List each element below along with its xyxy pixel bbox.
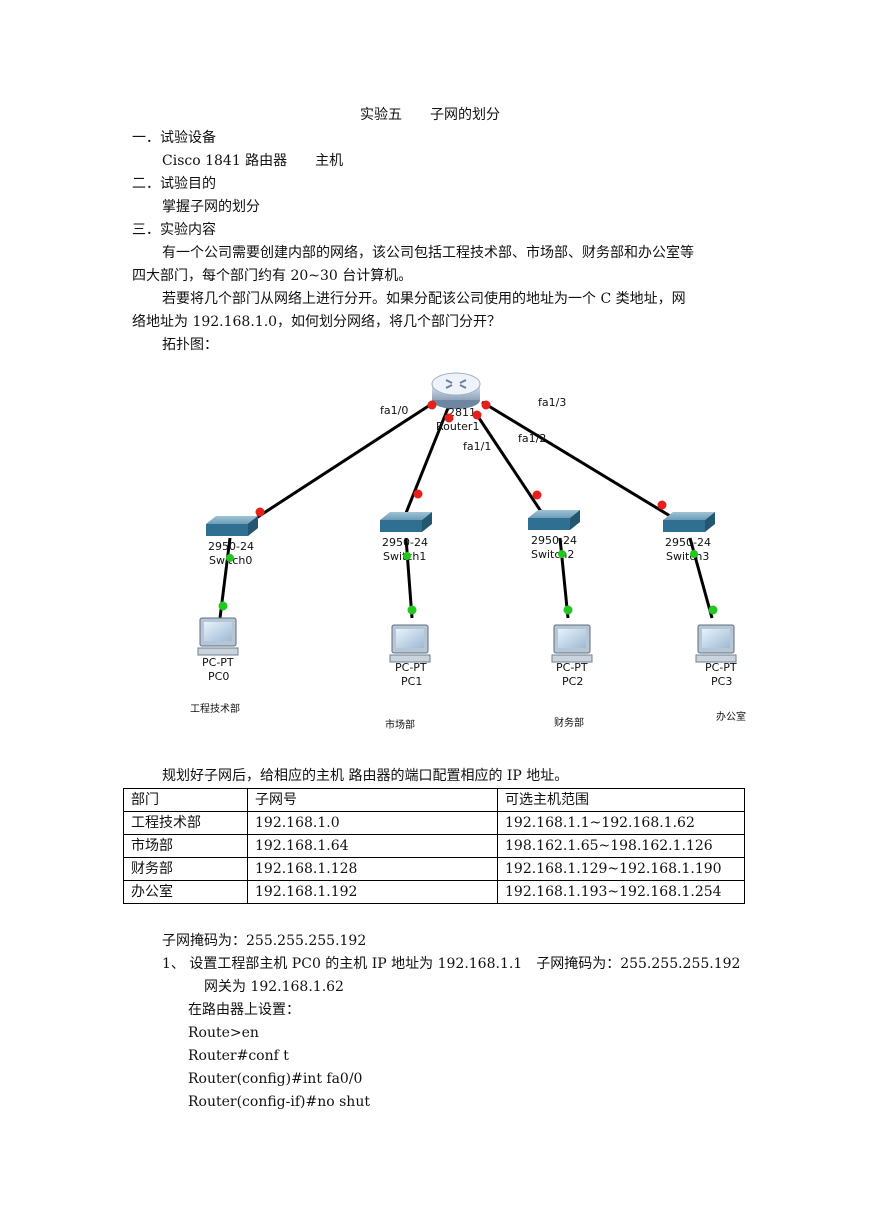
link-light-pc3 (708, 605, 718, 615)
command-line: Router#conf t (188, 1048, 289, 1064)
link-light-router-fa1-3 (481, 400, 491, 410)
router-model-label: 2811 (448, 406, 476, 419)
port-label-fa1-3: fa1/3 (538, 396, 566, 409)
pc3-model-label: PC-PT (705, 661, 737, 674)
table-cell: 办公室 (123, 880, 248, 904)
table-row: 市场部 192.168.1.64 198.162.1.65~198.162.1.… (123, 834, 745, 858)
port-label-fa1-1: fa1/1 (463, 440, 491, 453)
switch1-model-label: 2950-24 (382, 536, 428, 549)
pc-icon[interactable] (695, 624, 737, 663)
table-cell: 192.168.1.1~192.168.1.62 (497, 811, 745, 835)
section-3-heading: 三．实验内容 (132, 222, 216, 238)
link-light-pc1 (407, 605, 417, 615)
department-label-finance: 财务部 (554, 716, 584, 729)
paragraph-1-line-2: 四大部门，每个部门约有 20~30 台计算机。 (132, 268, 413, 284)
port-label-fa1-0: fa1/0 (380, 404, 408, 417)
pc2-name-label: PC2 (562, 675, 583, 688)
table-cell: 工程技术部 (123, 811, 248, 835)
department-label-office: 办公室 (716, 710, 746, 723)
pc-icon[interactable] (551, 624, 593, 663)
pc2-model-label: PC-PT (556, 661, 588, 674)
table-cell: 192.168.1.192 (247, 880, 498, 904)
section-2-body: 掌握子网的划分 (162, 199, 260, 215)
section-2-heading: 二．试验目的 (132, 176, 216, 192)
table-cell: 192.168.1.128 (247, 857, 498, 881)
switch-icon[interactable] (663, 512, 715, 532)
table-intro: 规划好子网后，给相应的主机 路由器的端口配置相应的 IP 地址。 (162, 768, 569, 784)
switch2-name-label: Switch2 (531, 548, 574, 561)
router-name-label: Router1 (436, 420, 479, 433)
department-label-engineering: 工程技术部 (190, 702, 240, 715)
topology-caption: 拓扑图： (162, 337, 218, 353)
pc0-model-label: PC-PT (202, 656, 234, 669)
link-light-router-fa1-2 (472, 410, 482, 420)
switch2-model-label: 2950-24 (531, 534, 577, 547)
table-cell: 192.168.1.64 (247, 834, 498, 858)
pc-icon[interactable] (389, 624, 431, 663)
table-header-cell: 可选主机范围 (497, 788, 745, 812)
step-1-line-1: 1、 设置工程部主机 PC0 的主机 IP 地址为 192.168.1.1 子网… (162, 956, 741, 972)
paragraph-1-line-1: 有一个公司需要创建内部的网络，该公司包括工程技术部、市场部、财务部和办公室等 (162, 245, 694, 261)
table-header-cell: 子网号 (247, 788, 498, 812)
cable-router-switch2 (473, 411, 552, 526)
link-light-switch1-down (403, 552, 411, 560)
table-cell: 192.168.1.0 (247, 811, 498, 835)
table-row: 财务部 192.168.1.128 192.168.1.129~192.168.… (123, 857, 745, 881)
link-light-pc2 (563, 605, 573, 615)
step-1-line-2: 网关为 192.168.1.62 (204, 979, 344, 995)
pc-icon[interactable] (197, 617, 239, 656)
table-cell: 192.168.1.193~192.168.1.254 (497, 880, 745, 904)
section-1-heading: 一．试验设备 (132, 130, 216, 146)
link-light-switch3-uplink (657, 500, 667, 510)
link-light-switch3-down (690, 550, 698, 558)
pc0-name-label: PC0 (208, 670, 229, 683)
switch-icon[interactable] (528, 510, 580, 530)
command-line: Route>en (188, 1025, 259, 1041)
table-cell: 198.162.1.65~198.162.1.126 (497, 834, 745, 858)
link-light-switch2-down (558, 550, 566, 558)
switch0-model-label: 2950-24 (208, 540, 254, 553)
table-header-row: 部门 子网号 可选主机范围 (123, 788, 745, 812)
command-line: Router(config-if)#no shut (188, 1094, 370, 1110)
link-light-switch1-uplink (413, 489, 423, 499)
switch3-model-label: 2950-24 (665, 536, 711, 549)
port-label-fa1-2: fa1/2 (518, 432, 546, 445)
table-row: 办公室 192.168.1.192 192.168.1.193~192.168.… (123, 880, 745, 904)
subnet-table: 部门 子网号 可选主机范围 工程技术部 192.168.1.0 192.168.… (123, 788, 745, 904)
subnet-mask-line: 子网掩码为：255.255.255.192 (162, 933, 367, 949)
cable-router-switch1 (398, 407, 450, 529)
section-1-body: Cisco 1841 路由器 主机 (162, 153, 344, 169)
pc1-name-label: PC1 (401, 675, 422, 688)
paragraph-2-line-2: 络地址为 192.168.1.0，如何划分网络，将几个部门分开？ (132, 314, 502, 330)
pc3-name-label: PC3 (711, 675, 732, 688)
router-setup-intro: 在路由器上设置： (188, 1002, 300, 1018)
router-icon[interactable] (431, 372, 481, 409)
switch-icon[interactable] (380, 512, 432, 532)
page-title: 实验五 子网的划分 (360, 107, 500, 123)
switch-icon[interactable] (206, 516, 258, 536)
command-line: Router(config)#int fa0/0 (188, 1071, 363, 1087)
table-header-cell: 部门 (123, 788, 248, 812)
cable-router-switch3 (481, 400, 681, 524)
table-cell: 192.168.1.129~192.168.1.190 (497, 857, 745, 881)
link-light-switch0-uplink (255, 507, 265, 517)
table-cell: 市场部 (123, 834, 248, 858)
link-light-switch2-uplink (532, 490, 542, 500)
switch3-name-label: Switch3 (666, 550, 709, 563)
link-light-router-fa1-1 (444, 413, 454, 423)
pc1-model-label: PC-PT (395, 661, 427, 674)
cable-switch1-pc1 (404, 537, 414, 619)
department-label-marketing: 市场部 (385, 718, 415, 731)
link-light-router-fa1-0 (427, 400, 437, 410)
link-light-pc0 (218, 601, 228, 611)
network-topology-diagram: 2811 Router1 fa1/0 fa1/1 fa1/2 fa1/3 295… (190, 372, 746, 731)
paragraph-2-line-1: 若要将几个部门从网络上进行分开。如果分配该公司使用的地址为一个 C 类地址，网 (162, 291, 686, 307)
table-row: 工程技术部 192.168.1.0 192.168.1.1~192.168.1.… (123, 811, 745, 835)
table-cell: 财务部 (123, 857, 248, 881)
link-light-switch0-down (226, 554, 234, 562)
